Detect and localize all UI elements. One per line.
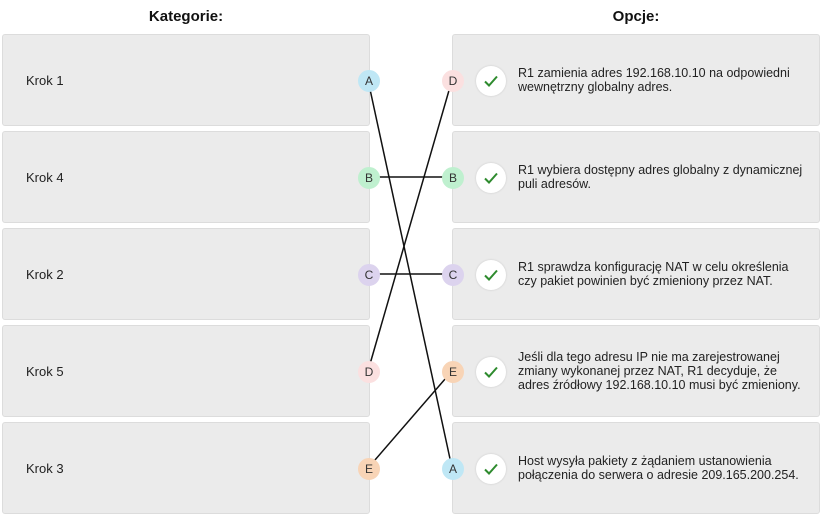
category-label: Krok 4 <box>26 169 64 185</box>
checkmark-icon <box>476 260 506 290</box>
connection-line <box>367 370 453 469</box>
options-heading: Opcje: <box>612 8 660 25</box>
categories-heading: Kategorie: <box>148 8 224 25</box>
option-item[interactable]: C R1 sprawdza konfigurację NAT w celu ok… <box>442 228 820 320</box>
checkmark-icon <box>476 357 506 387</box>
category-badge[interactable]: C <box>358 264 380 286</box>
checkmark-icon <box>476 454 506 484</box>
option-badge[interactable]: D <box>442 70 464 92</box>
category-item[interactable]: Krok 2 C <box>2 228 380 320</box>
option-item[interactable]: A Host wysyła pakiety z żądaniem ustanow… <box>442 422 820 514</box>
option-item[interactable]: B R1 wybiera dostępny adres globalny z d… <box>442 131 820 223</box>
option-text: R1 sprawdza konfigurację NAT w celu okre… <box>518 260 789 288</box>
option-text: R1 zamienia adres 192.168.10.10 na odpow… <box>518 66 790 94</box>
option-badge[interactable]: E <box>442 361 464 383</box>
checkmark-icon <box>476 163 506 193</box>
category-item[interactable]: Krok 4 B <box>2 131 380 223</box>
category-label: Krok 3 <box>26 460 64 476</box>
connection-line <box>367 79 453 372</box>
option-badge[interactable]: A <box>442 458 464 480</box>
category-label: Krok 5 <box>26 363 64 379</box>
option-item[interactable]: D R1 zamienia adres 192.168.10.10 na odp… <box>442 34 820 126</box>
category-badge[interactable]: D <box>358 361 380 383</box>
option-badge[interactable]: C <box>442 264 464 286</box>
option-badge[interactable]: B <box>442 167 464 189</box>
category-item[interactable]: Krok 5 D <box>2 325 380 417</box>
option-item[interactable]: E Jeśli dla tego adresu IP nie ma zareje… <box>442 325 820 417</box>
option-text: Jeśli dla tego adresu IP nie ma zarejest… <box>518 350 801 392</box>
option-text: R1 wybiera dostępny adres globalny z dyn… <box>518 163 803 191</box>
category-item[interactable]: Krok 3 E <box>2 422 380 514</box>
category-label: Krok 1 <box>26 72 64 88</box>
category-badge[interactable]: B <box>358 167 380 189</box>
category-item[interactable]: Krok 1 A <box>2 34 380 126</box>
category-label: Krok 2 <box>26 266 64 282</box>
checkmark-icon <box>476 66 506 96</box>
category-badge[interactable]: A <box>358 70 380 92</box>
category-badge[interactable]: E <box>358 458 380 480</box>
option-text: Host wysyła pakiety z żądaniem ustanowie… <box>518 454 799 482</box>
